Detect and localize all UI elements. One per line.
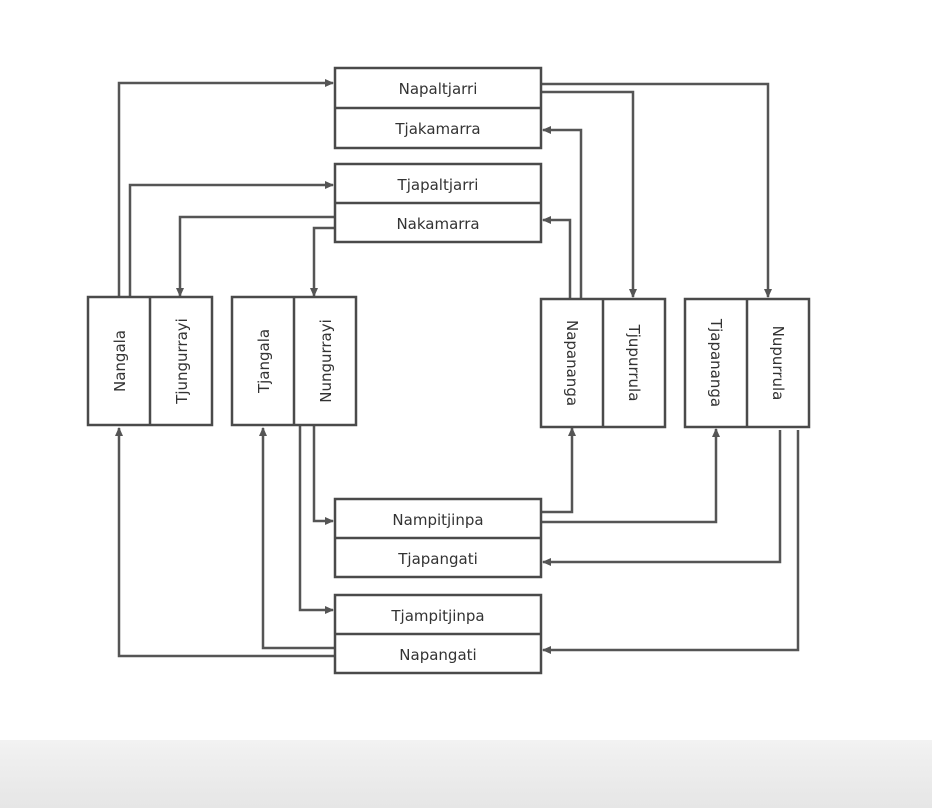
arrow-nungurrayi-to-tjampitjinpa [298, 426, 334, 614]
box-left-pair-1: Nangala Tjungurrayi [86, 295, 214, 427]
arrow-napaltjarri-to-tjupurrula [541, 90, 637, 298]
arrow-napangati-to-tjangala [259, 427, 335, 650]
label-napananga: Napananga [563, 320, 581, 406]
arrow-tjungurrayi-to-tjapaltjarri [128, 181, 334, 298]
arrow-nupurrula-to-tjapangati [542, 430, 782, 566]
arrow-nakamarra-to-tjungurrayi [176, 215, 335, 297]
box-right-pair-1: Napananga Tjupurrula [539, 297, 667, 429]
arrow-napaltjarri-to-nupurrula [541, 82, 772, 298]
label-tjangala: Tjangala [255, 329, 273, 394]
box-top-pair-2: Tjapaltjarri Nakamarra [333, 162, 543, 244]
arrow-nupurrula-to-napangati [542, 430, 800, 654]
label-nampitjinpa: Nampitjinpa [392, 511, 483, 529]
label-tjampitjinpa: Tjampitjinpa [390, 607, 484, 625]
arrow-nampitjinpa-to-napananga [541, 427, 576, 514]
label-napangati: Napangati [399, 646, 476, 664]
label-nupurrula: Nupurrula [769, 326, 787, 401]
arrow-nampitjinpa-to-tjapananga [541, 428, 720, 524]
box-left-pair-2: Tjangala Nungurrayi [230, 295, 358, 427]
label-nangala: Nangala [111, 330, 129, 392]
arrows [115, 79, 800, 658]
label-tjakamarra: Tjakamarra [394, 120, 480, 138]
box-top-pair-1: Napaltjarri Tjakamarra [333, 66, 543, 150]
box-bottom-pair-1: Nampitjinpa Tjapangati [333, 497, 543, 579]
arrow-nungurrayi-to-nampitjinpa [312, 426, 334, 525]
arrow-napangati-to-nangala [115, 427, 335, 658]
arrow-nangala-to-napaltjarri [117, 79, 334, 298]
box-bottom-pair-2: Tjampitjinpa Napangati [333, 593, 543, 675]
label-tjapananga: Tjapananga [707, 318, 725, 407]
arrow-napananga-to-nakamarra [542, 216, 572, 298]
label-napaltjarri: Napaltjarri [399, 80, 478, 98]
box-right-pair-2: Tjapananga Nupurrula [683, 297, 811, 429]
label-nungurrayi: Nungurrayi [317, 319, 335, 403]
arrow-napananga-to-tjakamarra [542, 126, 583, 298]
label-tjapaltjarri: Tjapaltjarri [397, 176, 479, 194]
label-tjupurrula: Tjupurrula [625, 324, 643, 402]
arrow-nakamarra-to-nungurrayi [310, 226, 335, 297]
bottom-band [0, 740, 932, 808]
label-tjapangati: Tjapangati [397, 550, 478, 568]
label-tjungurrayi: Tjungurrayi [173, 318, 191, 405]
label-nakamarra: Nakamarra [396, 215, 479, 233]
